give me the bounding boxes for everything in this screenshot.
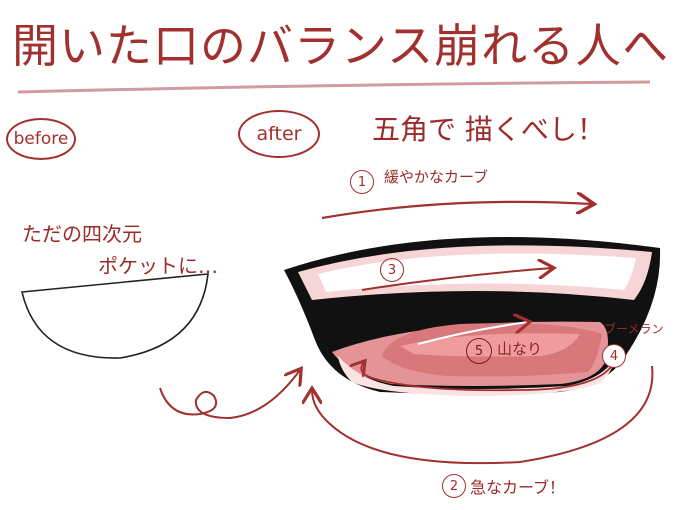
step-2-badge: 2	[442, 474, 466, 498]
before-note-line-1: ただの四次元	[22, 222, 142, 246]
step-1-label: 緩やかなカーブ	[384, 168, 489, 186]
step-4-badge: 4	[602, 344, 626, 368]
arrow-2	[312, 365, 654, 465]
before-label: before	[6, 118, 76, 160]
after-label: after	[238, 110, 320, 158]
step-4-label: ブーメラン	[604, 322, 664, 336]
subtitle: 五角で 描くべし！	[372, 113, 605, 146]
step-5-badge: 5	[466, 338, 492, 364]
arrow-5	[417, 322, 528, 345]
before-note-line-2: ポケットに…	[98, 254, 218, 278]
arrow-3	[361, 268, 552, 291]
before-mouth-shape	[21, 273, 209, 359]
step-1-badge: 1	[350, 170, 374, 194]
arrow-loop	[159, 370, 300, 420]
step-5-label: 山なり	[497, 340, 543, 358]
title-underline	[17, 80, 651, 94]
arrow-4	[361, 362, 615, 392]
page-title: 開いた口のバランス崩れる人へ	[12, 19, 670, 73]
step-2-label: 急なカーブ！	[470, 478, 566, 497]
arrow-1	[321, 202, 592, 220]
step-3-badge: 3	[380, 258, 404, 282]
